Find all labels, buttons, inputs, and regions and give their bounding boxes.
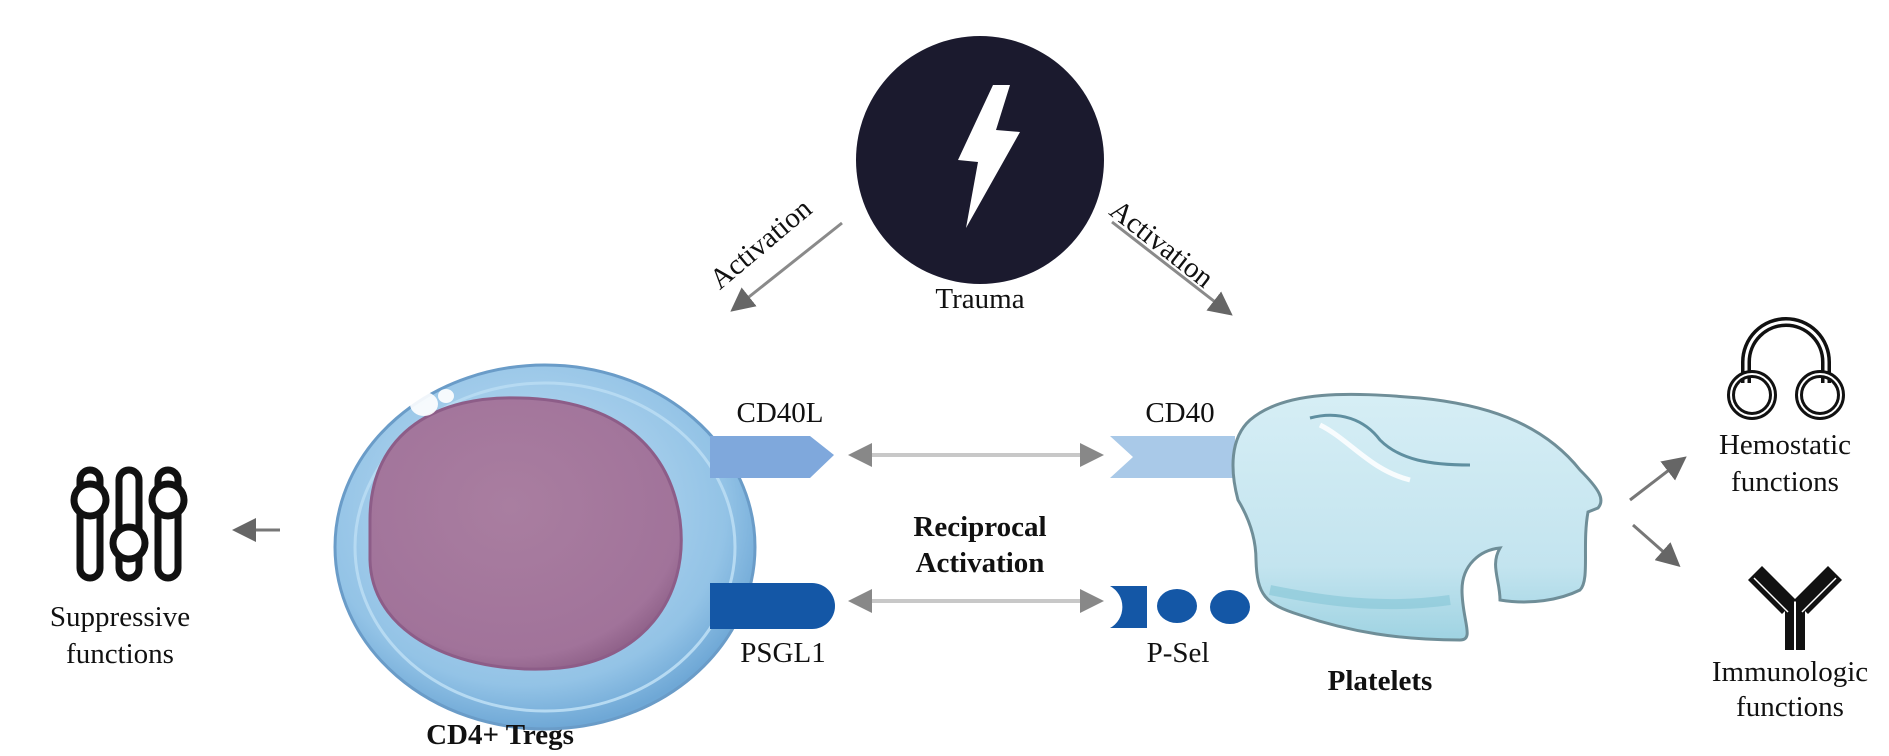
sliders-icon: [70, 466, 188, 582]
lightning-bolt-icon: [958, 85, 1020, 228]
hemostatic-label-line1: Hemostatic: [1718, 429, 1852, 461]
psgl1-label: PSGL1: [740, 637, 826, 669]
hemostatic-arrow: [1629, 456, 1687, 502]
reciprocal-activation-line2: Activation: [915, 547, 1045, 579]
treg-cell: [333, 363, 757, 731]
cd40l-receptor: [710, 436, 834, 478]
immunologic-arrow: [1632, 523, 1681, 567]
trauma-label: Trauma: [935, 283, 1025, 315]
platelet-cell: [1231, 392, 1603, 642]
activation-arrow-left: [730, 221, 843, 312]
antibody-icon: [1748, 566, 1842, 650]
immunologic-label-line1: Immunologic: [1711, 656, 1869, 688]
activation-arrow-right: [1111, 220, 1233, 316]
psgl1-receptor: [710, 583, 835, 629]
reciprocal-activation-line1: Reciprocal: [913, 511, 1047, 543]
suppressive-label-line2: functions: [66, 638, 174, 670]
trauma-node: [856, 36, 1104, 284]
platelets-label: Platelets: [1327, 665, 1433, 697]
treg-nucleus: [368, 396, 683, 671]
cd40l-label: CD40L: [736, 397, 824, 429]
p-sel-label: P-Sel: [1146, 637, 1210, 669]
cd40-receptor: [1110, 436, 1235, 478]
headphones-icon: [1727, 317, 1845, 420]
hemostatic-label-line2: functions: [1731, 466, 1839, 498]
immunologic-label-line2: functions: [1736, 691, 1844, 723]
suppressive-label-line1: Suppressive: [49, 601, 191, 633]
cd40-label: CD40: [1145, 397, 1215, 429]
p-sel-receptor: [1110, 586, 1250, 628]
tregs-label: CD4+ Tregs: [426, 719, 574, 751]
